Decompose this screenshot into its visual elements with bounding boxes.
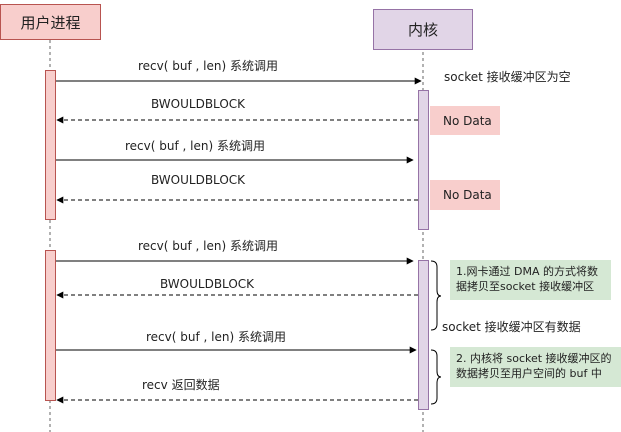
msg-label-4: BWOULDBLOCK xyxy=(151,173,246,187)
kernel-header: 内核 xyxy=(373,9,473,50)
kernel-activation-1 xyxy=(418,90,429,230)
msg-label-3: recv( buf , len) 系统调用 xyxy=(125,139,265,153)
step2-note: 2. 内核将 socket 接收缓冲区的数据拷贝至用户空间的 buf 中 xyxy=(450,347,621,387)
no-data-note-1: No Data xyxy=(430,106,500,135)
no-data-note-2: No Data xyxy=(430,180,500,210)
brace-step2 xyxy=(430,349,442,405)
msg-label-5: recv( buf , len) 系统调用 xyxy=(138,239,278,253)
msg-label-7: recv( buf , len) 系统调用 xyxy=(146,330,286,344)
buffer-empty-note: socket 接收缓冲区为空 xyxy=(444,70,571,84)
brace-step1 xyxy=(430,260,442,331)
msg-label-6: BWOULDBLOCK xyxy=(160,277,255,291)
no-data-text-2: No Data xyxy=(443,188,492,202)
user-activation-1 xyxy=(45,70,56,220)
msg-label-8: recv 返回数据 xyxy=(142,378,220,392)
buffer-has-data-note: socket 接收缓冲区有数据 xyxy=(442,320,581,334)
kernel-activation-2 xyxy=(418,260,429,410)
user-process-header: 用户进程 xyxy=(0,4,101,40)
no-data-text-1: No Data xyxy=(443,113,492,128)
msg-label-2: BWOULDBLOCK xyxy=(151,97,246,111)
msg-label-1: recv( buf , len) 系统调用 xyxy=(138,59,278,73)
user-activation-2 xyxy=(45,250,56,401)
user-process-label: 用户进程 xyxy=(20,13,81,32)
kernel-label: 内核 xyxy=(407,21,438,39)
step1-note: 1.网卡通过 DMA 的方式将数据拷贝至socket 接收缓冲区 xyxy=(450,260,611,300)
